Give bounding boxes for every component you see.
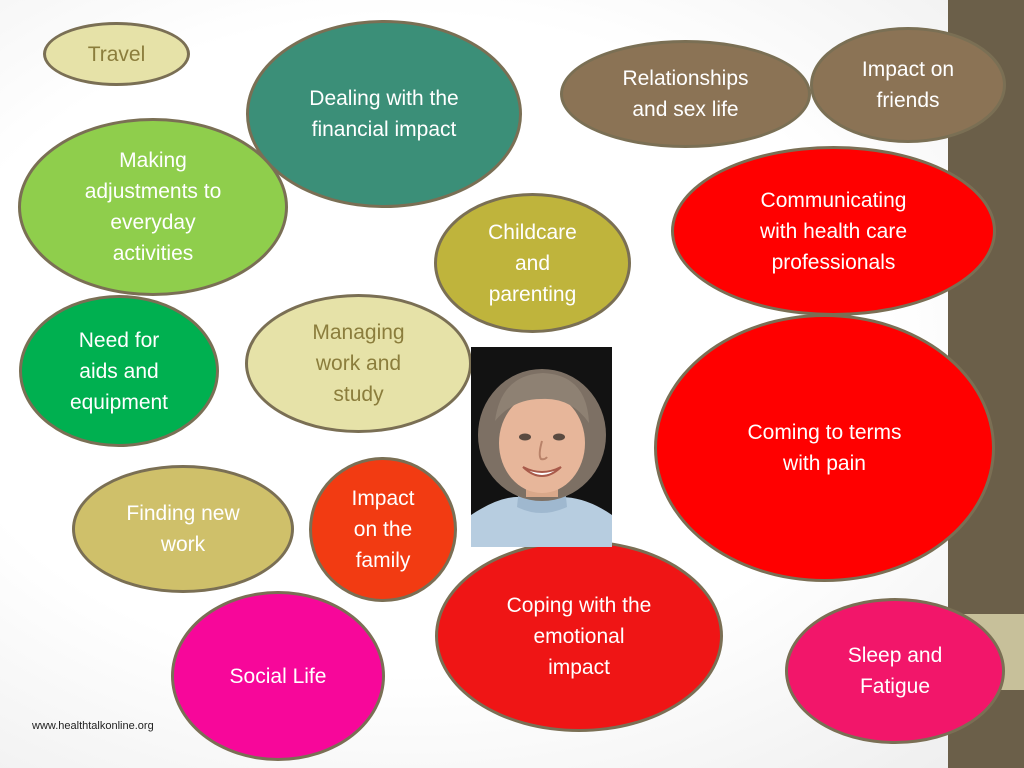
bubble-label: Impact on the family [351, 487, 415, 572]
bubble-label: Travel [87, 42, 146, 66]
bubble-label: Impact on friends [861, 58, 955, 112]
bubble-communicating: Communicating with health care professio… [671, 146, 996, 316]
bubble-sleep-fatigue: Sleep and Fatigue [785, 598, 1005, 744]
bubble-impact-family: Impact on the family [309, 457, 457, 602]
bubble-impact-friends: Impact on friends [810, 27, 1006, 143]
footer-url[interactable]: www.healthtalkonline.org [32, 720, 154, 732]
bubble-travel: Travel [43, 22, 190, 86]
bubble-managing-work: Managing work and study [245, 294, 472, 433]
bubble-finding-work: Finding new work [72, 465, 294, 593]
bubble-label: Managing work and study [312, 321, 405, 406]
bubble-label: Coming to terms with pain [747, 421, 902, 475]
portrait-photo [471, 347, 612, 547]
bubble-dealing-financial: Dealing with the financial impact [246, 20, 522, 208]
portrait-illustration [471, 347, 612, 547]
bubble-label: Coping with the emotional impact [506, 593, 652, 679]
bubble-label: Making adjustments to everyday activitie… [84, 149, 222, 265]
bubble-social-life: Social Life [171, 591, 385, 761]
bubble-label: Childcare and parenting [488, 220, 577, 306]
bubble-coming-to-terms: Coming to terms with pain [654, 314, 995, 582]
bubble-need-aids: Need for aids and equipment [19, 295, 219, 447]
bubble-label: Dealing with the financial impact [309, 87, 459, 141]
bubble-label: Communicating with health care professio… [759, 188, 908, 274]
bubble-label: Need for aids and equipment [69, 328, 169, 414]
bubble-childcare: Childcare and parenting [434, 193, 631, 333]
bubble-label: Sleep and Fatigue [847, 644, 943, 698]
bubble-label: Finding new work [126, 502, 240, 556]
bubble-label: Relationships and sex life [622, 67, 749, 121]
bubble-relationships: Relationships and sex life [560, 40, 811, 148]
bubble-making-adjustments: Making adjustments to everyday activitie… [18, 118, 288, 296]
bubble-label: Social Life [229, 664, 327, 688]
bubble-coping-emotional: Coping with the emotional impact [435, 540, 723, 732]
